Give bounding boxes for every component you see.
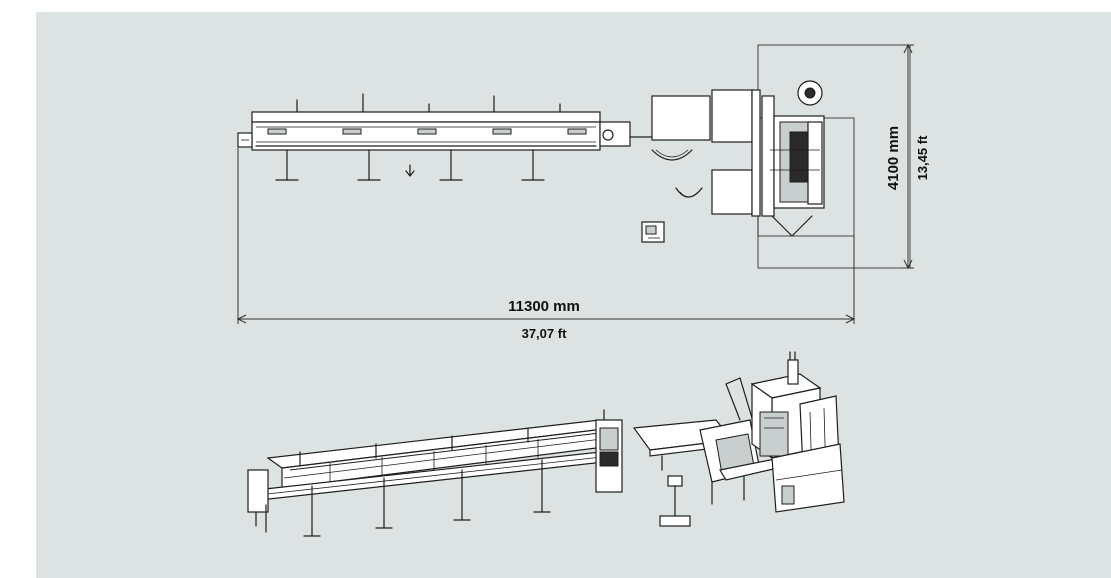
bundle-loader-top (651, 149, 693, 161)
length-ft-label: 37,07 ft (522, 326, 567, 341)
infeed-conveyor-top (237, 93, 601, 181)
saw-machine-iso (750, 351, 845, 513)
width-ft-label: 13,45 ft (915, 135, 930, 180)
width-dimension: 4100 mm 13,45 ft (885, 43, 930, 270)
machine-layout-drawing: 4100 mm 13,45 ft 11300 mm 37,07 ft (236, 43, 930, 537)
loader-column-iso (595, 409, 623, 493)
control-panel-icon (641, 221, 665, 243)
top-view: 4100 mm 13,45 ft 11300 mm 37,07 ft (236, 43, 930, 341)
length-mm-label: 11300 mm (508, 298, 580, 315)
infeed-conveyor-iso (247, 419, 614, 537)
vise-frames-iso (699, 377, 788, 505)
drawing-panel: 4100 mm 13,45 ft 11300 mm 37,07 ft (36, 12, 1111, 578)
saw-machine-top (711, 80, 825, 237)
isometric-view (247, 351, 845, 537)
control-pedestal-iso (659, 475, 691, 527)
length-dimension: 11300 mm 37,07 ft (236, 148, 856, 341)
width-mm-label: 4100 mm (885, 126, 902, 190)
loader-connection (599, 95, 711, 147)
